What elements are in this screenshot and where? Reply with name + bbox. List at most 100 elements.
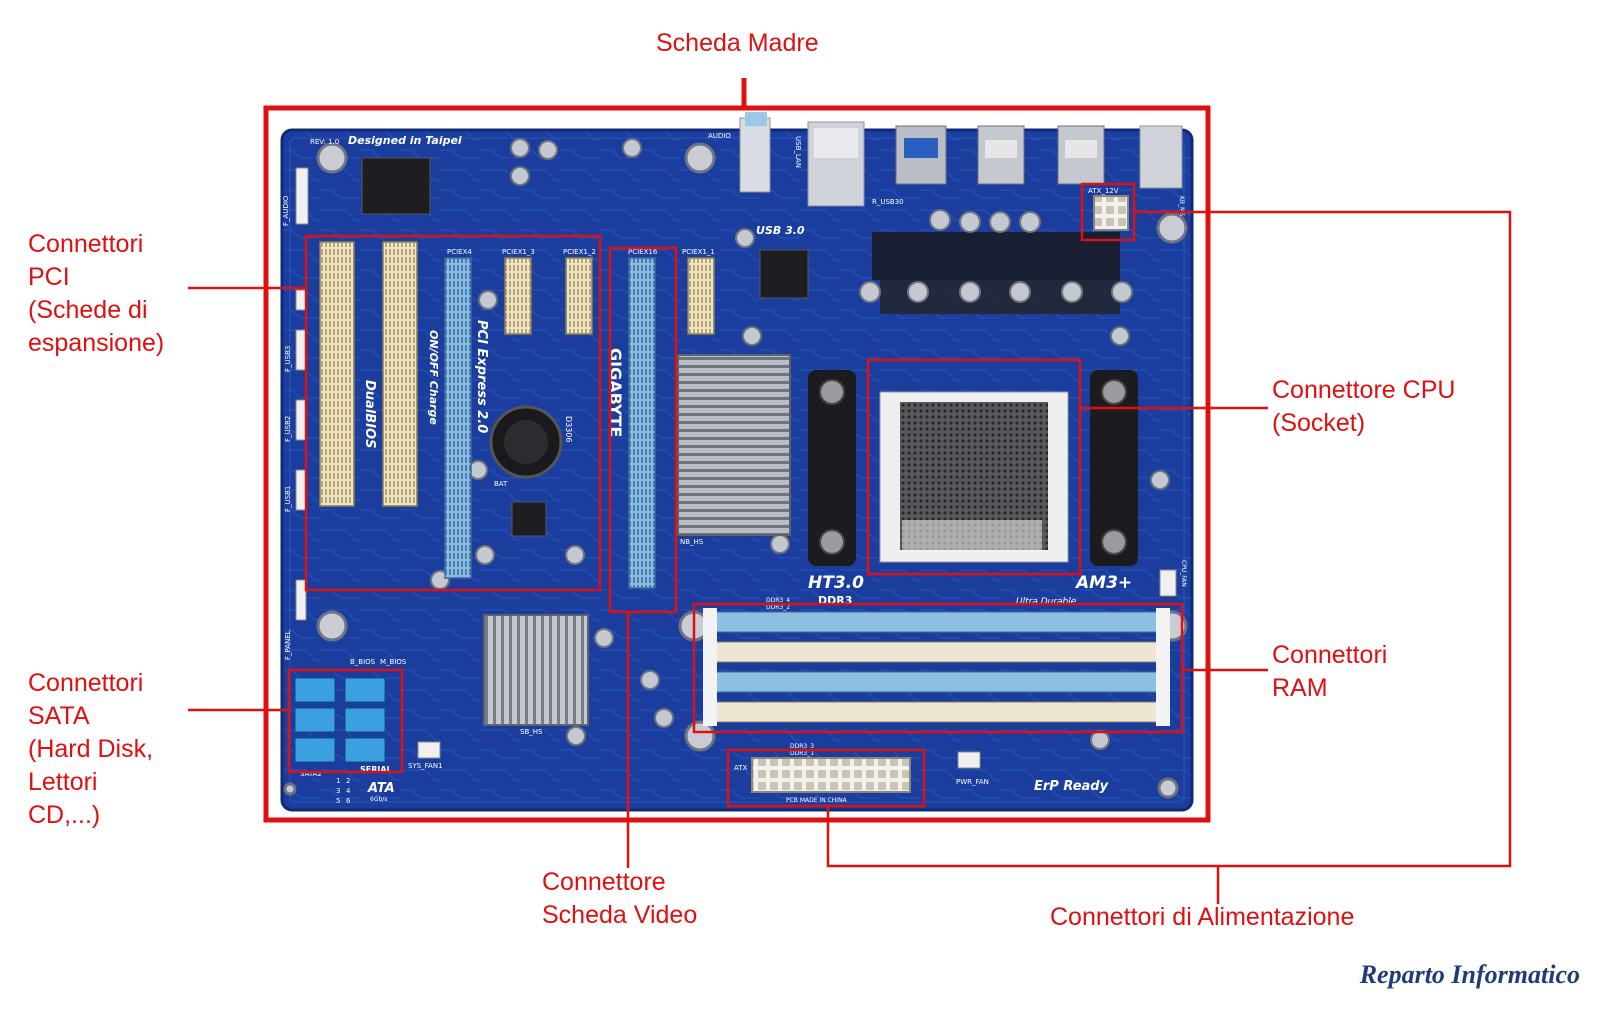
atx-12v-connector: [1093, 195, 1129, 231]
usb-lan-text: USB_LAN: [794, 136, 802, 168]
cpu-callout: Connettore CPU (Socket): [1272, 374, 1455, 440]
pci-callout-line-4: espansione): [28, 329, 165, 357]
sata-port-1: 1: [336, 777, 340, 785]
power-leader-atx12v: [1134, 210, 1512, 868]
pwr-fan-text: PWR_FAN: [956, 778, 989, 786]
kb-ms-text: KB_MS: [1178, 196, 1185, 216]
video-callout-line-2: Scheda Video: [542, 901, 698, 929]
sata-speed-text: 6Gb/s: [370, 796, 387, 803]
pci-slots: [319, 241, 418, 507]
sata-port-2: 2: [346, 777, 350, 785]
front-headers: [295, 167, 1177, 769]
power-leader-atx24: [826, 806, 1218, 868]
serial-label-text: SERIAL: [360, 765, 392, 774]
cpu-socket-box: [866, 358, 1082, 576]
dimm-label-2: DDR3_2: [766, 604, 790, 611]
sata-callout-line-2: SATA: [28, 702, 90, 730]
rev-text: REV: 1.0: [310, 138, 339, 146]
cpu-socket: [808, 370, 1138, 566]
pci-callout: Connettori PCI (Schede di espansione): [28, 228, 164, 360]
sata-port-4: 4: [346, 787, 351, 795]
power-callout-text: Connettori di Alimentazione: [1050, 903, 1355, 931]
super-io-chip: [511, 501, 547, 537]
ultra-durable-text: Ultra Durable: [1016, 597, 1077, 607]
video-slot-box: [608, 246, 678, 614]
capacitors: [430, 138, 1170, 750]
pci-slots-box: [304, 234, 602, 592]
pci-express-text: PCI Express 2.0: [474, 320, 489, 433]
audio-codec-chip: [361, 157, 431, 215]
board-silkscreen: Designed in Taipei REV: 1.0 AUDIO USB_LA…: [282, 132, 1187, 805]
ht3-text: HT3.0: [808, 573, 864, 593]
northbridge-heatsink: [677, 354, 791, 536]
part-code-text: D3306: [564, 416, 573, 443]
atx-text: ATX: [734, 764, 748, 772]
cpu-callout-line-1: Connettore CPU: [1272, 376, 1456, 404]
rear-io-panel: [739, 112, 1183, 207]
power-callout: Connettori di Alimentazione: [1050, 901, 1354, 934]
dimm-label-1: DDR3_4: [766, 597, 790, 604]
atx12v-text: ATX_12V: [1088, 187, 1119, 195]
sata-callout-line-1: Connettori: [28, 669, 144, 697]
leader-lines: [188, 78, 1512, 904]
pciex16-text: PCIEX16: [628, 248, 658, 256]
f-panel-text: F_PANEL: [284, 630, 292, 660]
sata-port-3: 3: [336, 787, 340, 795]
r-usb30-text: R_USB30: [872, 198, 904, 206]
sata-ports-box: [287, 668, 404, 774]
sys-fan-text: SYS_FAN1: [408, 762, 443, 770]
sata-label-text: SATA2: [300, 770, 322, 778]
title-label: Scheda Madre: [656, 29, 819, 57]
video-callout: Connettore Scheda Video: [542, 866, 697, 932]
pciex1-2-text: PCIEX1_2: [563, 248, 596, 256]
made-in-text: PCB MADE IN CHINA: [786, 797, 848, 804]
pci-callout-line-3: (Schede di: [28, 296, 148, 324]
erp-ready-text: ErP Ready: [1034, 779, 1109, 794]
motherboard-outline-box: [263, 105, 1211, 823]
vrm-mosfets: [872, 232, 1120, 314]
dimm-label-3: DDR3_3: [790, 743, 814, 750]
video-callout-line-1: Connettore: [542, 868, 666, 896]
b-bios-text: B_BIOS: [350, 658, 376, 666]
dualbios-text: DualBIOS: [362, 380, 377, 448]
credit-watermark: Reparto Informatico: [1359, 960, 1580, 989]
ram-slots-box: [692, 602, 1184, 734]
pciex1-3-text: PCIEX1_3: [502, 248, 535, 256]
sata-ports: [294, 677, 386, 763]
dimm-label-4: DDR3_1: [790, 750, 814, 757]
sata-logo-text: ATA: [367, 781, 395, 796]
f-usb1-text: F_USB1: [284, 486, 292, 512]
ram-callout: Connettori RAM: [1272, 639, 1387, 705]
usb3-controller-chip: [759, 249, 809, 299]
usb3-text: USB 3.0: [756, 224, 805, 237]
pciex1-1-text: PCIEX1_1: [682, 248, 715, 256]
cmos-battery: [489, 405, 563, 479]
ram-callout-line-2: RAM: [1272, 674, 1328, 702]
f-audio-text: F_AUDIO: [282, 195, 290, 226]
pci-callout-line-1: Connettori: [28, 230, 144, 258]
sata-port-6: 6: [346, 797, 351, 805]
cpu-callout-line-2: (Socket): [1272, 409, 1366, 437]
pciex4-text: PCIEX4: [447, 248, 472, 256]
nb-hs-text: NB_HS: [680, 538, 704, 546]
atx24-box: [726, 748, 926, 808]
ram-slots: [703, 608, 1170, 726]
designed-in-taipei-text: Designed in Taipei: [348, 134, 462, 147]
sb-hs-text: SB_HS: [520, 728, 543, 736]
atx-24pin-connector: [751, 757, 911, 793]
sata-callout-line-5: CD,...): [28, 801, 101, 829]
am3-text: AM3+: [1074, 573, 1132, 593]
sata-callout-line-3: (Hard Disk,: [28, 735, 154, 763]
ram-callout-line-1: Connettori: [1272, 641, 1388, 669]
f-usb2-text: F_USB2: [284, 416, 292, 442]
pcie-slots: [444, 257, 715, 589]
bat-text: BAT: [494, 480, 508, 488]
audio-text: AUDIO: [708, 132, 731, 140]
sata-port-5: 5: [336, 797, 340, 805]
m-bios-text: M_BIOS: [380, 658, 407, 666]
sata-callout: Connettori SATA (Hard Disk, Lettori CD,.…: [28, 667, 153, 832]
pci-callout-line-2: PCI: [28, 263, 70, 291]
on-off-charge-text: ON/OFF Charge: [427, 330, 440, 425]
